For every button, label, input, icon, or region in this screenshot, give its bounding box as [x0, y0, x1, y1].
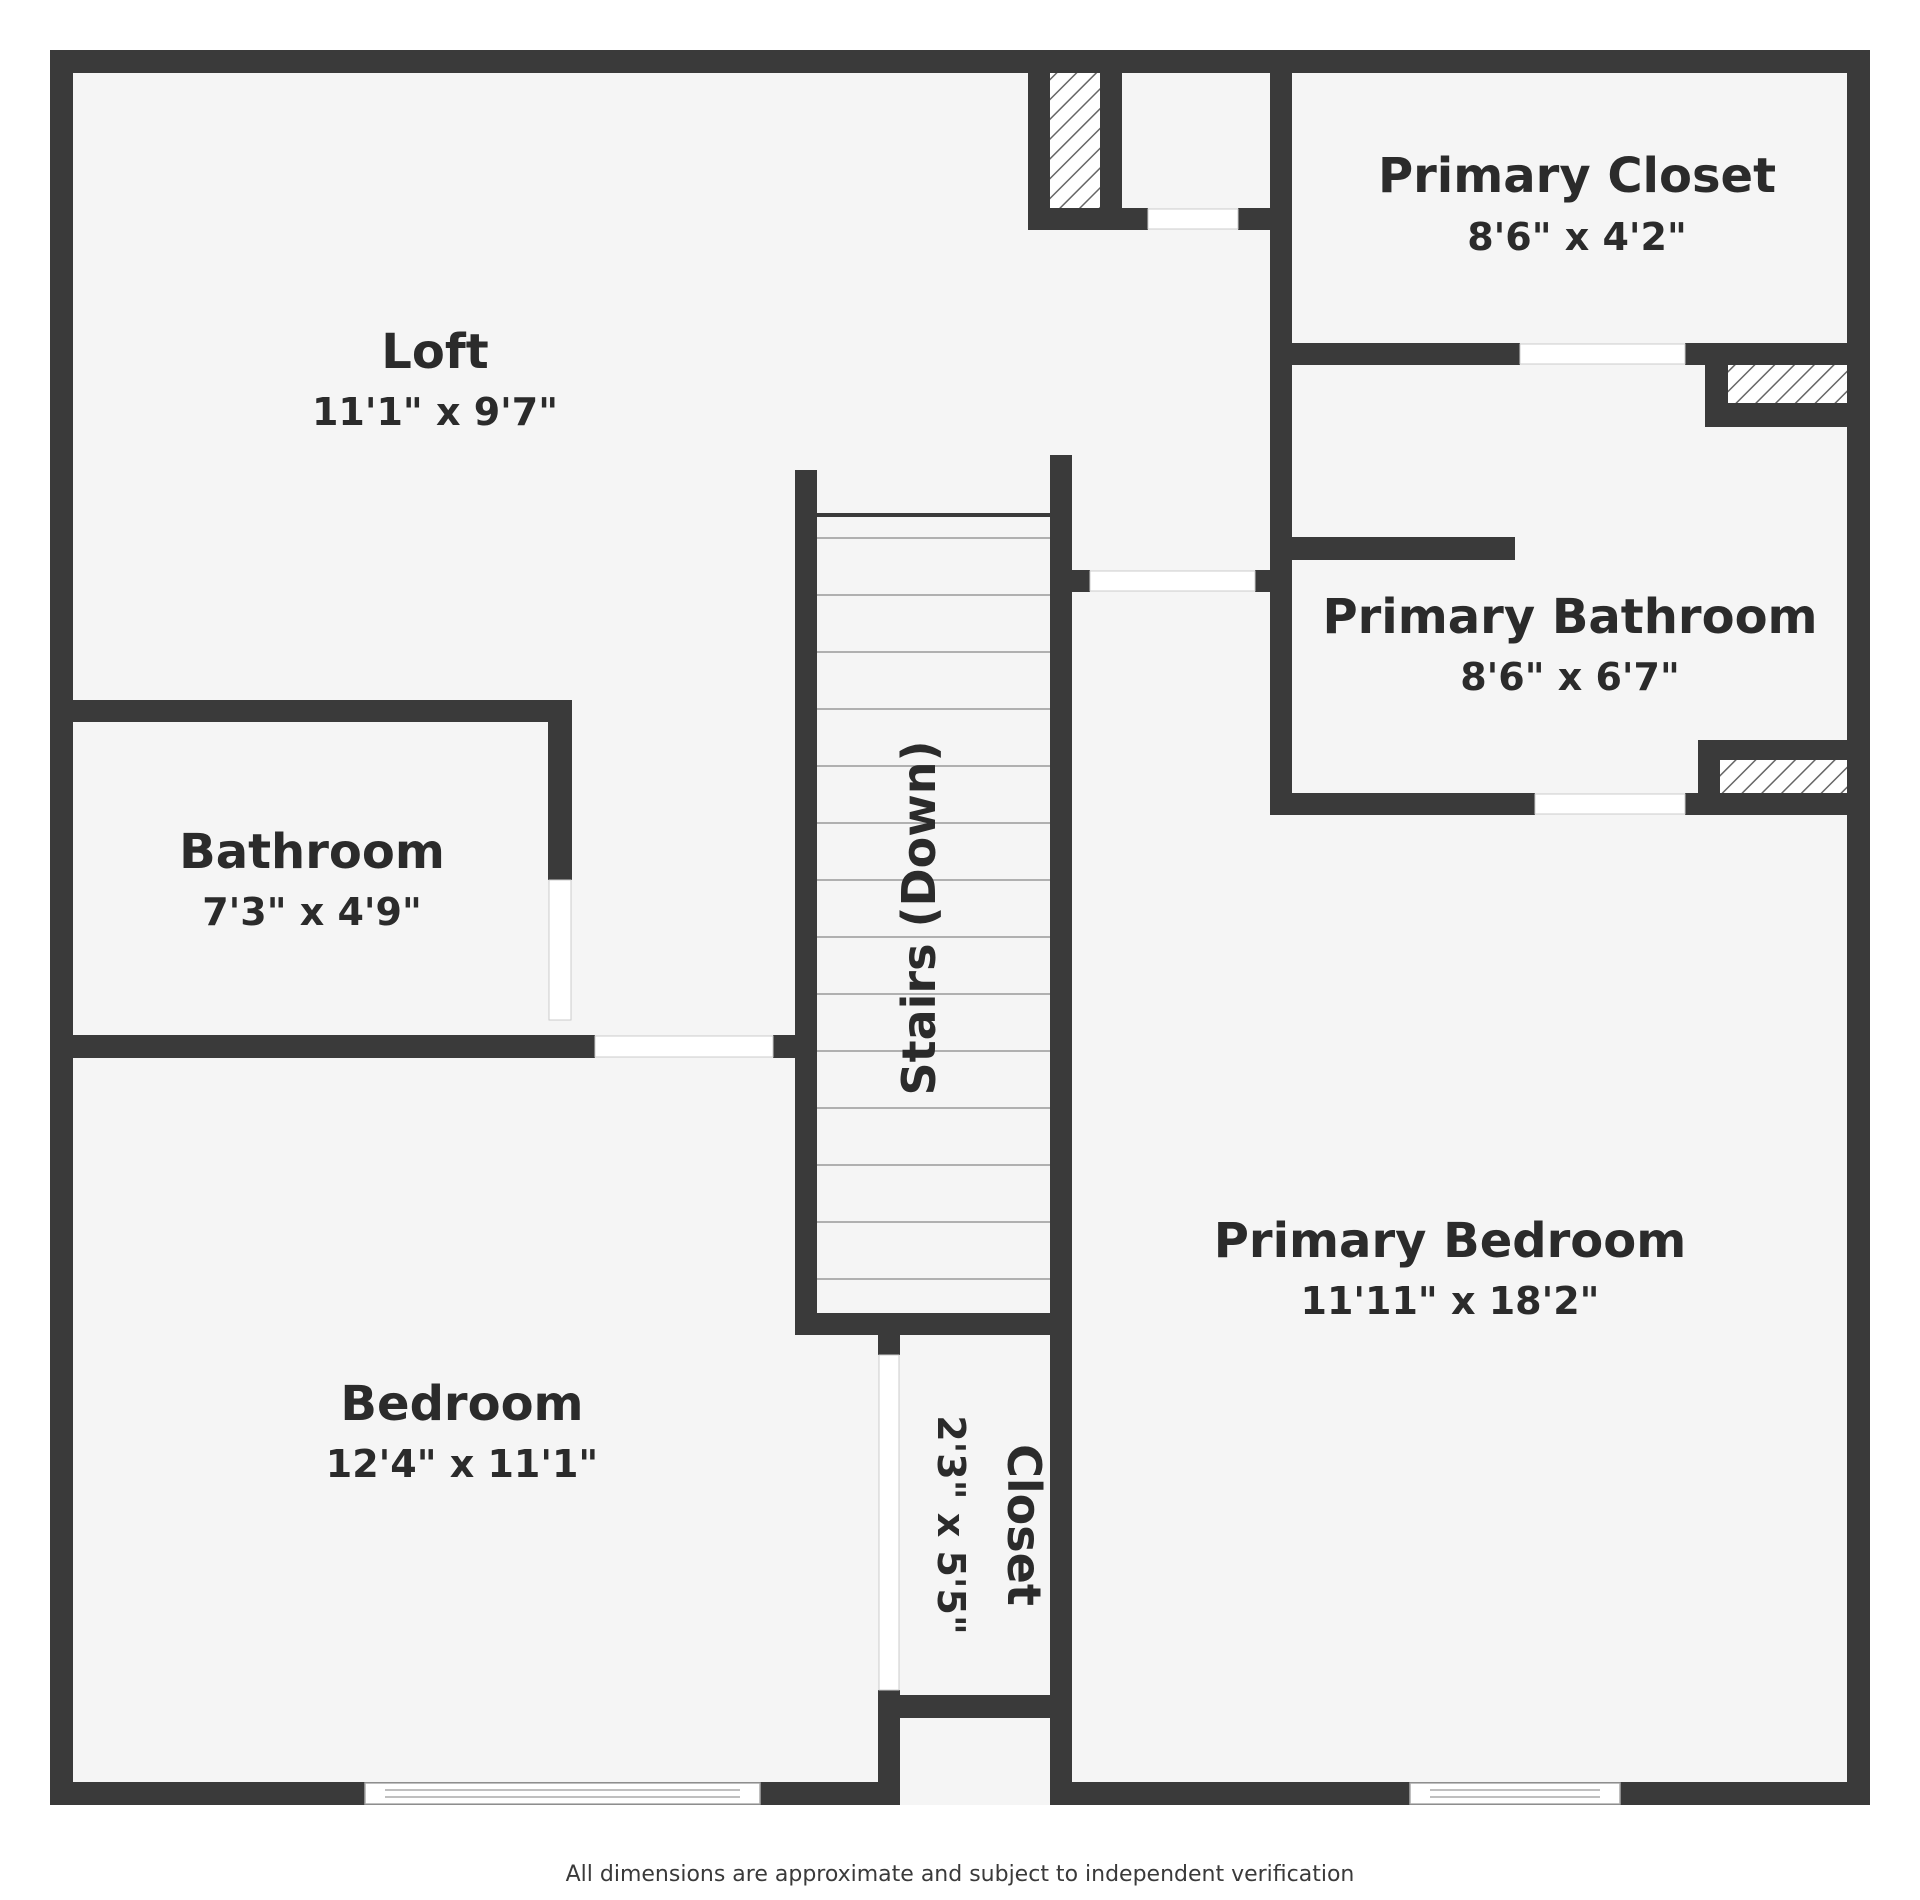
stair-treads [817, 537, 1050, 1280]
bathroom-dimensions: 7'3" x 4'9" [202, 890, 422, 934]
loft-label: Loft [381, 324, 488, 380]
walls [50, 50, 1870, 1805]
disclaimer-text: All dimensions are approximate and subje… [565, 1862, 1355, 1887]
primary-closet-label: Primary Closet [1378, 148, 1776, 204]
primary-bathroom-label: Primary Bathroom [1322, 589, 1817, 645]
closet-label: Closet [997, 1444, 1051, 1606]
closet-dimensions: 2'3" x 5'5" [929, 1415, 973, 1635]
primary-bedroom-dimensions: 11'11" x 18'2" [1301, 1279, 1600, 1323]
bathroom-label: Bathroom [179, 824, 445, 880]
loft-dimensions: 11'1" x 9'7" [312, 390, 558, 434]
primary-bedroom-label: Primary Bedroom [1214, 1213, 1687, 1269]
door-openings [548, 208, 1686, 1691]
primary-bathroom-dimensions: 8'6" x 6'7" [1460, 655, 1680, 699]
hatched-shafts [1050, 73, 1847, 793]
bedroom-dimensions: 12'4" x 11'1" [326, 1442, 598, 1486]
stairs-label: Stairs (Down) [892, 740, 946, 1095]
floor-area [50, 50, 1870, 1805]
primary-closet-dimensions: 8'6" x 4'2" [1467, 215, 1687, 259]
windows [364, 1782, 1621, 1805]
bedroom-label: Bedroom [340, 1376, 583, 1432]
